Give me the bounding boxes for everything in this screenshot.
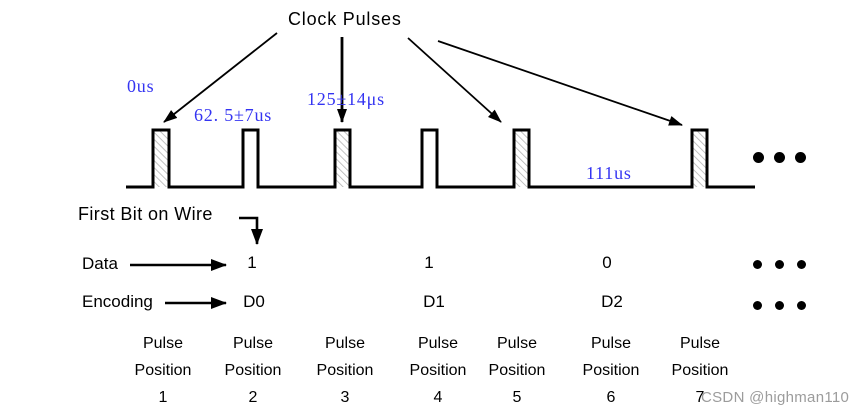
clock-pulse-7 [692,130,707,187]
encoding-d0: D0 [243,292,265,311]
timing-label-62us: 62. 5±7us [194,105,273,125]
ellipsis-dot [797,260,806,269]
ellipsis-dot [753,152,764,163]
pulse-position-word: Pulse [679,335,721,352]
pulse-position-word: Pulse [417,335,459,352]
timing-label-125us: 125±14μs [307,89,385,109]
csdn-watermark: CSDN @highman110 [701,389,850,406]
pulse-position-1: Pulse Position 1 [118,330,208,411]
ellipsis-dot [753,260,762,269]
pulse-position-word: Position [671,362,729,379]
data-bit-d1: 1 [424,253,434,272]
pulse-position-number: 3 [340,389,350,406]
ellipsis-dot [797,301,806,310]
clock-pulse-1 [153,130,169,187]
data-pulse-2 [243,130,258,187]
ellipsis-dot [775,260,784,269]
waveform-outline [126,128,755,189]
clock-arrow-1 [163,32,278,123]
encoding-row-ellipsis-dots [753,301,819,310]
pulse-position-word: Position [582,362,640,379]
ellipsis-dot [775,301,784,310]
encoding-row-label: Encoding [82,292,153,311]
pulse-position-2: Pulse Position 2 [208,330,298,411]
pulse-position-word: Pulse [142,335,184,352]
pulse-fills [153,130,707,187]
encoding-d2: D2 [601,292,623,311]
pulse-position-number: 6 [606,389,616,406]
pulse-position-6: Pulse Position 6 [566,330,656,411]
clock-pulse-arrows [163,32,683,126]
clock-pulses-title: Clock Pulses [288,9,402,29]
data-pulse-4 [422,130,437,187]
pulse-position-word: Position [134,362,192,379]
pulse-position-word: Pulse [496,335,538,352]
ellipsis-dot [753,301,762,310]
pulse-position-5: Pulse Position 5 [472,330,562,411]
data-row-ellipsis-dots [753,260,819,269]
ellipsis-dot [774,152,785,163]
waveform-ellipsis-dots [753,152,816,163]
clock-arrow-5 [407,37,502,123]
pulse-position-number: 4 [433,389,443,406]
timing-label-111us: 111us [586,163,632,183]
clock-pulse-3 [335,130,350,187]
clock-pulse-5 [514,130,529,187]
pulse-position-number: 2 [248,389,258,406]
first-bit-on-wire-label: First Bit on Wire [78,204,213,224]
data-row-label: Data [82,254,118,273]
timing-label-0us: 0us [127,76,155,96]
pulse-position-word: Pulse [324,335,366,352]
pulse-position-word: Position [409,362,467,379]
pulse-position-number: 5 [512,389,522,406]
pulse-position-7: Pulse Position 7 [655,330,745,411]
clock-arrow-7 [437,40,683,126]
ellipsis-dot [795,152,806,163]
pulse-position-word: Position [488,362,546,379]
pulse-position-4: Pulse Position 4 [393,330,483,411]
pulse-position-number: 1 [158,389,168,406]
first-bit-arrow [239,216,263,245]
pulse-position-word: Position [224,362,282,379]
pulse-position-word: Pulse [590,335,632,352]
pulse-position-number: 7 [695,389,705,406]
pulse-position-3: Pulse Position 3 [300,330,390,411]
encoding-d1: D1 [423,292,445,311]
pulse-position-word: Pulse [232,335,274,352]
data-bit-d0: 1 [247,253,257,272]
pulse-position-word: Position [316,362,374,379]
data-bit-d2: 0 [602,253,612,272]
